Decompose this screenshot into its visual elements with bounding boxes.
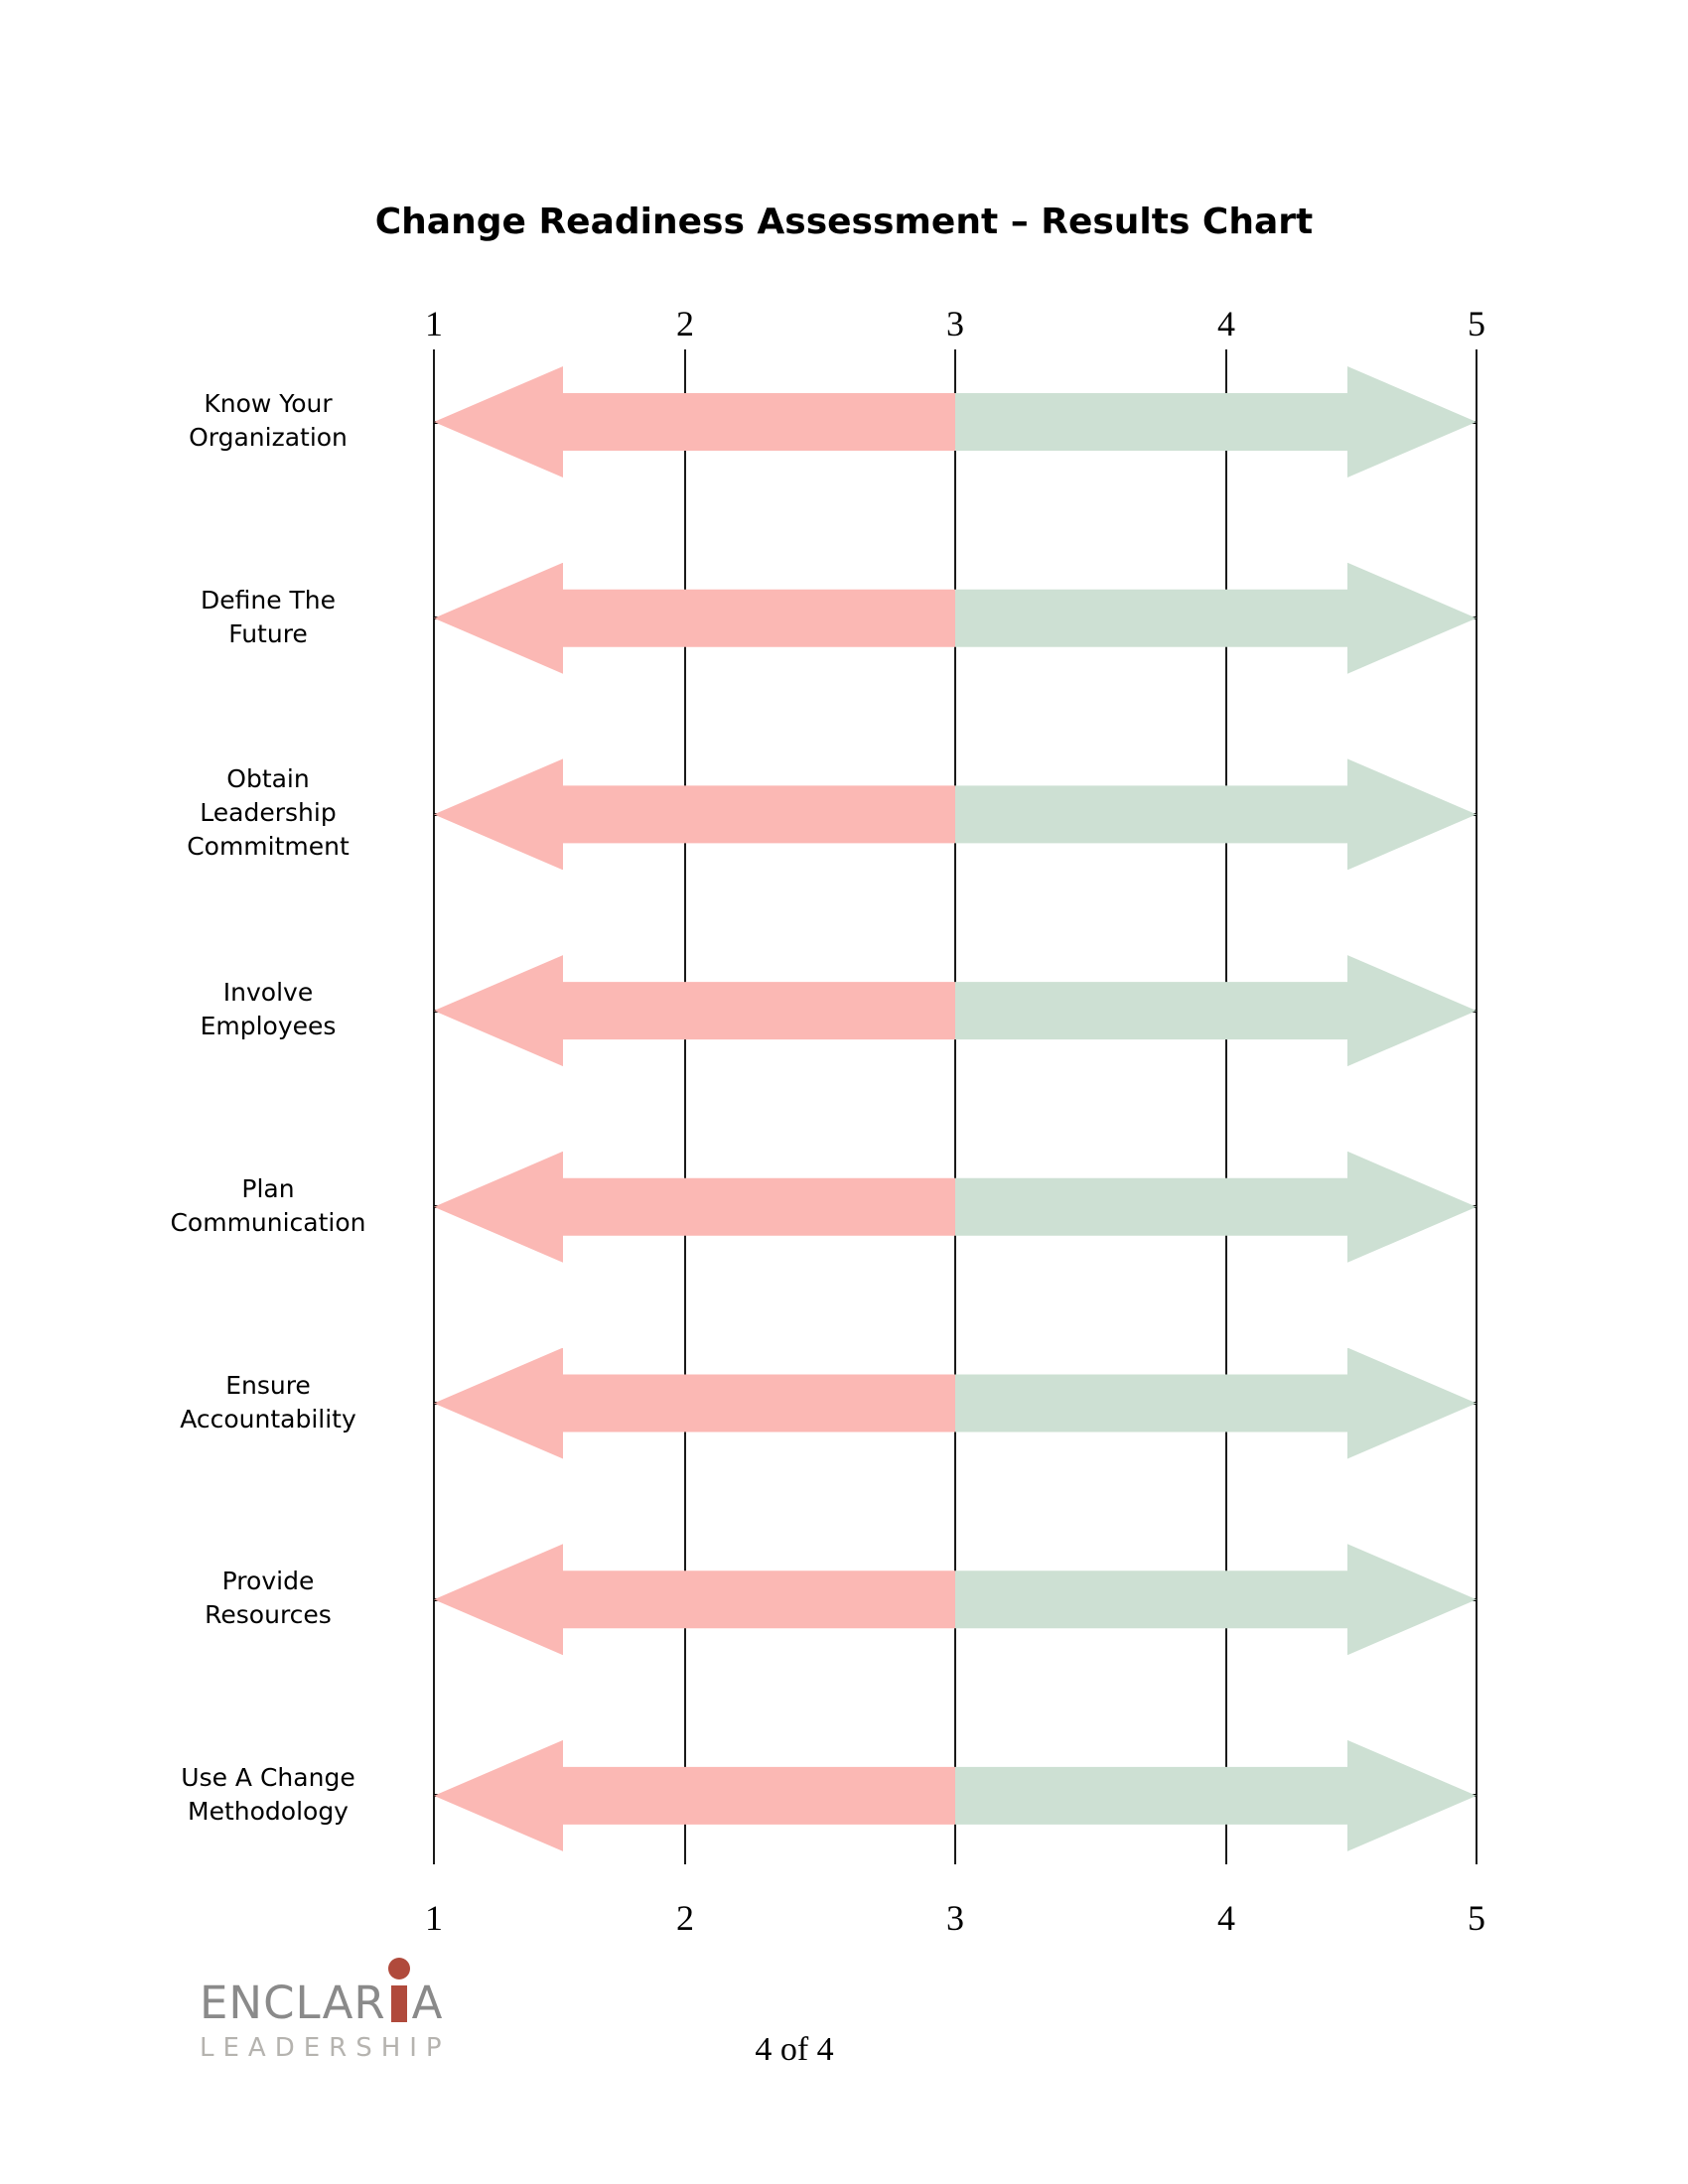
row-label: Plan Communication [170, 1173, 366, 1237]
row-label: Know Your Organization [189, 389, 348, 452]
logo-text-left: ENCLAR [200, 1977, 386, 2029]
left-arrow [434, 562, 955, 674]
logo-text-right: A [411, 1977, 444, 2029]
right-arrow [955, 1151, 1477, 1263]
gridline [1225, 349, 1227, 1864]
row-label: Obtain Leadership Commitment [187, 764, 350, 862]
axis-tick-label: 5 [1468, 1898, 1485, 1938]
axis-tick-label: 2 [676, 304, 694, 343]
logo-person-body [390, 1985, 407, 2022]
left-arrow [434, 955, 955, 1067]
right-arrow [955, 758, 1477, 871]
row-label: Use A Change Methodology [181, 1762, 355, 1826]
axis-tick-label: 1 [425, 304, 443, 343]
left-arrow [434, 1739, 955, 1851]
gridline [954, 349, 956, 1864]
logo-tagline: LEADERSHIP [200, 2033, 451, 2063]
row-label: Provide Resources [205, 1567, 332, 1630]
right-arrow [955, 1347, 1477, 1459]
right-arrow [955, 955, 1477, 1067]
right-arrow [955, 366, 1477, 478]
axis-tick-label: 4 [1217, 304, 1235, 343]
axis-tick-label: 2 [676, 1898, 694, 1938]
left-arrow [434, 1151, 955, 1263]
left-arrow [434, 366, 955, 478]
chart-title: Change Readiness Assessment – Results Ch… [374, 202, 1314, 242]
axis-tick-label: 1 [425, 1898, 443, 1938]
axis-tick-label: 3 [946, 304, 964, 343]
logo-wordmark: ENCLAR A [200, 1958, 451, 2029]
left-arrow [434, 1347, 955, 1459]
gridline [684, 349, 686, 1864]
right-arrow [955, 1544, 1477, 1656]
left-arrow [434, 1544, 955, 1656]
logo-person-icon [387, 1958, 410, 2022]
axis-tick-label: 3 [946, 1898, 964, 1938]
row-label: Involve Employees [200, 978, 337, 1041]
gridline [1476, 349, 1477, 1864]
enclaria-logo: ENCLAR A LEADERSHIP [200, 1958, 451, 2063]
right-arrow [955, 562, 1477, 674]
row-label: Ensure Accountability [180, 1370, 356, 1433]
left-arrow [434, 758, 955, 871]
axis-tick-label: 5 [1468, 304, 1485, 343]
results-chart: 1 2 3 4 5 1 2 3 4 5 Know Your Organization Defin… [170, 304, 1485, 1938]
page-number: 4 of 4 [755, 2031, 834, 2068]
right-arrow [955, 1739, 1477, 1851]
row-label: Define The Future [200, 585, 337, 648]
axis-tick-label: 4 [1217, 1898, 1235, 1938]
gridline [433, 349, 435, 1864]
logo-person-head [387, 1958, 410, 1979]
